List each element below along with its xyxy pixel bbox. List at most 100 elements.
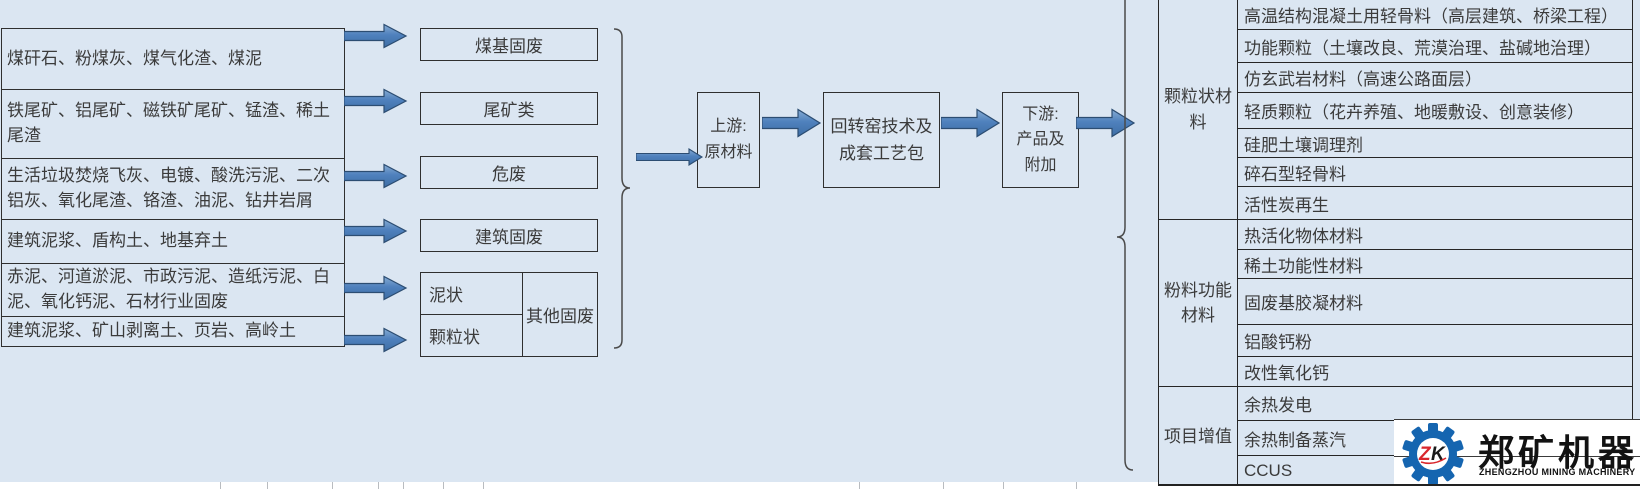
downstream-label: 下游: 产品及 附加	[1016, 105, 1065, 174]
upstream-box: 上游: 原材料	[697, 92, 760, 188]
logo-name-en: ZHENGZHOU MINING MACHINERY	[1479, 467, 1636, 477]
company-logo: Z K 郑矿机器 ZHENGZHOU MINING MACHINERY	[1394, 419, 1640, 489]
arrow-tailings-icon	[344, 88, 408, 114]
product-row-text: 功能颗粒（土壤改良、荒漠治理、盐碱地治理）	[1244, 38, 1601, 58]
other-waste-mud-cell: 泥状	[421, 273, 522, 314]
grid-tick	[1076, 482, 1077, 489]
group-brace-icon	[613, 28, 631, 349]
product-row-text: 固废基胶凝材料	[1244, 294, 1363, 313]
section-powder-category: 粉料功能材料	[1159, 220, 1238, 386]
upstream-label: 上游: 原材料	[704, 118, 753, 161]
zk-gear-icon: Z K	[1402, 423, 1464, 485]
category-construction-label: 建筑固废	[475, 228, 543, 247]
product-row-text: 改性氧化钙	[1244, 364, 1329, 383]
section-powder-materials: 粉料功能材料 热活化物体材料 稀土功能性材料 固废基胶凝材料 铝酸钙粉 改性氧化…	[1159, 219, 1632, 386]
source-row-mud: 赤泥、河道淤泥、市政污泥、造纸污泥、白泥、氧化钙泥、石材行业固废	[2, 263, 344, 316]
arrow-construction-icon	[344, 218, 408, 244]
product-row-text: 余热发电	[1244, 396, 1312, 415]
logo-monogram-z: Z	[1418, 444, 1432, 465]
section-granular-items: 高温结构混凝土用轻骨料（高层建筑、桥梁工程） 功能颗粒（土壤改良、荒漠治理、盐碱…	[1238, 0, 1632, 219]
product-row-text: 硅肥土壤调理剂	[1244, 135, 1363, 155]
product-row-text: 高温结构混凝土用轻骨料（高层建筑、桥梁工程）	[1244, 7, 1618, 26]
product-row-text: 铝酸钙粉	[1244, 333, 1312, 352]
grid-tick	[859, 482, 860, 489]
category-box-hazardous: 危废	[420, 156, 598, 189]
product-row: 铝酸钙粉	[1238, 324, 1632, 356]
downstream-box: 下游: 产品及 附加	[1002, 92, 1079, 188]
arrow-downstream-to-products-icon	[1076, 108, 1136, 138]
product-row: 碎石型轻骨料	[1238, 157, 1632, 186]
arrow-upstream-to-process-icon	[762, 108, 822, 138]
grid-tick	[267, 482, 268, 489]
category-tailings-label: 尾矿类	[483, 101, 535, 120]
section-granular-category: 颗粒状材料	[1159, 0, 1238, 219]
product-row: 仿玄武岩材料（高速公路面层）	[1238, 62, 1632, 92]
product-row-text: 轻质颗粒（花卉养殖、地暖敷设、创意装修）	[1244, 103, 1584, 122]
products-table: 颗粒状材料 高温结构混凝土用轻骨料（高层建筑、桥梁工程） 功能颗粒（土壤改良、荒…	[1158, 0, 1633, 486]
source-row-hazardous: 生活垃圾焚烧飞灰、电镀、酸洗污泥、二次铝灰、氧化尾渣、铬渣、油泥、钻井岩屑	[2, 158, 344, 219]
source-list: 煤矸石、粉煤灰、煤气化渣、煤泥 铁尾矿、铝尾矿、磁铁矿尾矿、锰渣、稀土尾渣 生活…	[1, 28, 345, 347]
source-row-coal-text: 煤矸石、粉煤灰、煤气化渣、煤泥	[7, 48, 262, 68]
grid-tick	[403, 482, 404, 489]
process-label: 回转窑技术及成套工艺包	[830, 116, 933, 163]
source-row-granular-text: 建筑泥浆、矿山剥离土、页岩、高岭土	[7, 321, 296, 341]
logo-name-cn: 郑矿机器	[1478, 432, 1639, 473]
products-brace-icon	[1116, 0, 1134, 471]
granular-category-label: 颗粒状材料	[1164, 87, 1232, 132]
other-waste-label-cell: 其他固废	[523, 273, 597, 356]
product-row: 硅肥土壤调理剂	[1238, 128, 1632, 157]
product-row: 固废基胶凝材料	[1238, 278, 1632, 324]
section-granular-materials: 颗粒状材料 高温结构混凝土用轻骨料（高层建筑、桥梁工程） 功能颗粒（土壤改良、荒…	[1159, 0, 1632, 219]
grid-tick	[220, 482, 221, 489]
product-row: 轻质颗粒（花卉养殖、地暖敷设、创意装修）	[1238, 92, 1632, 128]
product-row-text: 热活化物体材料	[1244, 227, 1363, 246]
grid-tick	[332, 482, 333, 489]
table-bottom-border	[1158, 484, 1640, 486]
category-coal-waste-label: 煤基固废	[475, 37, 543, 56]
other-waste-forms: 泥状 颗粒状	[421, 273, 523, 356]
source-row-construction-text: 建筑泥浆、盾构土、地基弃土	[7, 231, 228, 251]
product-row-text: 稀土功能性材料	[1244, 256, 1363, 276]
source-row-mud-text: 赤泥、河道淤泥、市政污泥、造纸污泥、白泥、氧化钙泥、石材行业固废	[7, 267, 330, 311]
grid-tick	[378, 482, 379, 489]
product-row: 改性氧化钙	[1238, 356, 1632, 386]
source-row-granular: 建筑泥浆、矿山剥离土、页岩、高岭土	[2, 316, 344, 346]
product-row: 高温结构混凝土用轻骨料（高层建筑、桥梁工程）	[1238, 0, 1632, 29]
product-row: 功能颗粒（土壤改良、荒漠治理、盐碱地治理）	[1238, 29, 1632, 62]
arrow-process-to-downstream-icon	[941, 108, 1001, 138]
section-powder-items: 热活化物体材料 稀土功能性材料 固废基胶凝材料 铝酸钙粉 改性氧化钙	[1238, 220, 1632, 386]
arrow-mud-icon	[344, 275, 408, 301]
logo-grid-line	[1394, 456, 1640, 457]
product-row-text: 碎石型轻骨料	[1244, 164, 1346, 184]
source-row-construction: 建筑泥浆、盾构土、地基弃土	[2, 219, 344, 263]
grid-tick	[943, 482, 944, 489]
product-row-text: 活性炭再生	[1244, 195, 1329, 215]
other-waste-box: 泥状 颗粒状 其他固废	[420, 272, 598, 357]
other-waste-granular-cell: 颗粒状	[421, 314, 522, 356]
arrow-to-upstream-icon	[636, 148, 704, 166]
section-project-category: 项目增值	[1159, 387, 1238, 486]
product-row-text: 仿玄武岩材料（高速公路面层）	[1244, 70, 1482, 89]
product-row-text: CCUS	[1244, 461, 1293, 480]
product-row: 热活化物体材料	[1238, 220, 1632, 249]
source-row-hazardous-text: 生活垃圾焚烧飞灰、电镀、酸洗污泥、二次铝灰、氧化尾渣、铬渣、油泥、钻井岩屑	[7, 166, 330, 210]
source-row-coal: 煤矸石、粉煤灰、煤气化渣、煤泥	[2, 29, 344, 89]
arrow-coal-icon	[344, 23, 408, 49]
project-category-label: 项目增值	[1164, 426, 1232, 446]
category-box-construction: 建筑固废	[420, 219, 598, 252]
other-waste-label: 其他固废	[526, 307, 594, 326]
category-box-tailings: 尾矿类	[420, 92, 598, 125]
other-waste-mud-label: 泥状	[429, 286, 463, 305]
grid-tick	[483, 482, 484, 489]
category-box-coal-waste: 煤基固废	[420, 28, 598, 61]
product-row-text: 余热制备蒸汽	[1244, 430, 1346, 450]
product-row: 活性炭再生	[1238, 186, 1632, 219]
arrow-hazardous-icon	[344, 163, 408, 189]
product-row: 余热发电	[1238, 387, 1632, 420]
grid-tick	[443, 482, 444, 489]
powder-category-label: 粉料功能材料	[1164, 280, 1232, 326]
bottom-strip	[0, 482, 1640, 489]
other-waste-granular-label: 颗粒状	[429, 328, 480, 347]
source-row-tailings-text: 铁尾矿、铝尾矿、磁铁矿尾矿、锰渣、稀土尾渣	[7, 101, 330, 145]
grid-tick	[1003, 482, 1004, 489]
